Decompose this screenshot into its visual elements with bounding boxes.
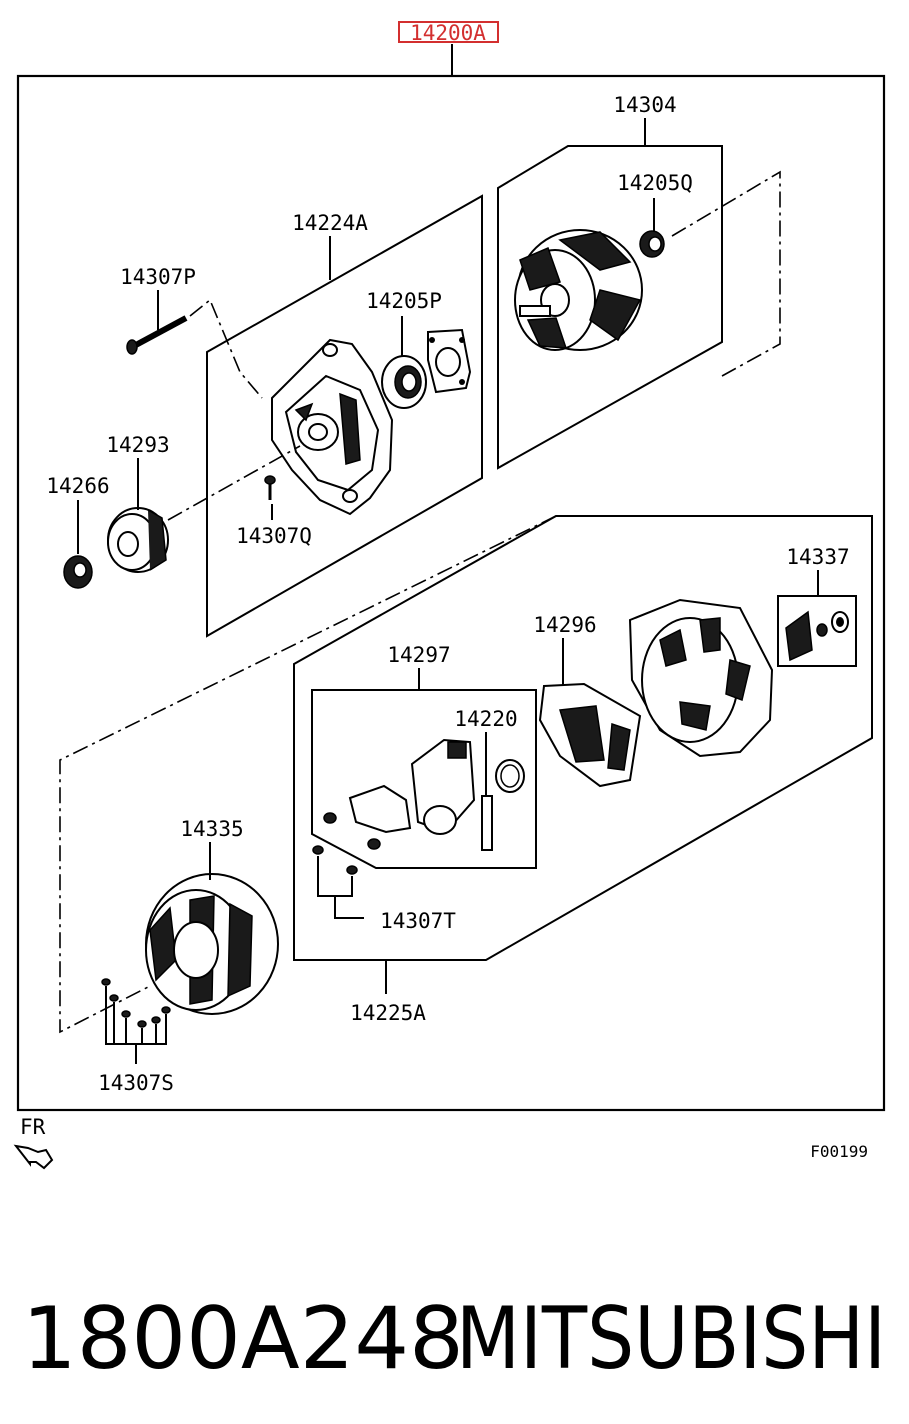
- part-label-14307t[interactable]: 14307T: [380, 909, 456, 933]
- brush-14220[interactable]: [481, 759, 525, 851]
- bolt-14307p[interactable]: [126, 315, 188, 355]
- assembly-highlight-box[interactable]: [398, 21, 499, 43]
- part-label-14335[interactable]: 14335: [180, 817, 243, 841]
- part-label-14307s[interactable]: 14307S: [98, 1071, 174, 1095]
- group-14224a: 14224A 14307P: [120, 194, 483, 638]
- part-label-14225a[interactable]: 14225A: [350, 1001, 426, 1025]
- rear-housing-part[interactable]: [628, 598, 774, 758]
- assembly-number-label[interactable]: 14200A: [410, 21, 486, 45]
- screw-14307q[interactable]: [264, 475, 276, 500]
- screws-14307s[interactable]: [101, 978, 171, 1028]
- rotor-part[interactable]: [514, 229, 643, 351]
- bearing-14205p[interactable]: [381, 355, 427, 409]
- part-label-14304[interactable]: 14304: [613, 93, 676, 117]
- part-label-14293[interactable]: 14293: [106, 433, 169, 457]
- arrow-down-left-icon: [13, 1144, 54, 1170]
- bearing-retainer-plate[interactable]: [427, 328, 472, 394]
- regulator-14297[interactable]: [323, 738, 476, 850]
- part-label-14205p[interactable]: 14205P: [366, 289, 442, 313]
- part-label-14307p[interactable]: 14307P: [120, 265, 196, 289]
- pulley-14293[interactable]: [107, 507, 169, 573]
- assembly-frame: [16, 74, 886, 1112]
- part-label-14205q[interactable]: 14205Q: [617, 171, 693, 195]
- part-label-14296[interactable]: 14296: [533, 613, 596, 637]
- screws-14307t[interactable]: [312, 845, 358, 875]
- part-label-14224a[interactable]: 14224A: [292, 211, 368, 235]
- bearing-14205q[interactable]: [639, 230, 665, 258]
- footer-part-number: 1800A248: [22, 1289, 464, 1389]
- part-label-14220[interactable]: 14220: [454, 707, 517, 731]
- terminal-nut-14337[interactable]: [785, 610, 849, 662]
- part-label-14297[interactable]: 14297: [387, 643, 450, 667]
- figure-code: F00199: [810, 1142, 868, 1161]
- part-label-14307q[interactable]: 14307Q: [236, 524, 312, 548]
- group-14225a: 14225A 14337 14296: [293, 515, 873, 1025]
- part-box-14297: [311, 689, 537, 869]
- nut-14266[interactable]: [63, 555, 93, 589]
- stator-14335[interactable]: [145, 873, 279, 1015]
- group-14304: 14304 14205Q: [497, 93, 723, 470]
- part-label-14337[interactable]: 14337: [786, 545, 849, 569]
- part-label-14266[interactable]: 14266: [46, 474, 109, 498]
- front-housing-part[interactable]: [271, 338, 394, 516]
- orientation-label: FR: [20, 1115, 46, 1139]
- rectifier-14296[interactable]: [538, 682, 642, 788]
- footer-brand: MITSUBISHI: [456, 1289, 886, 1389]
